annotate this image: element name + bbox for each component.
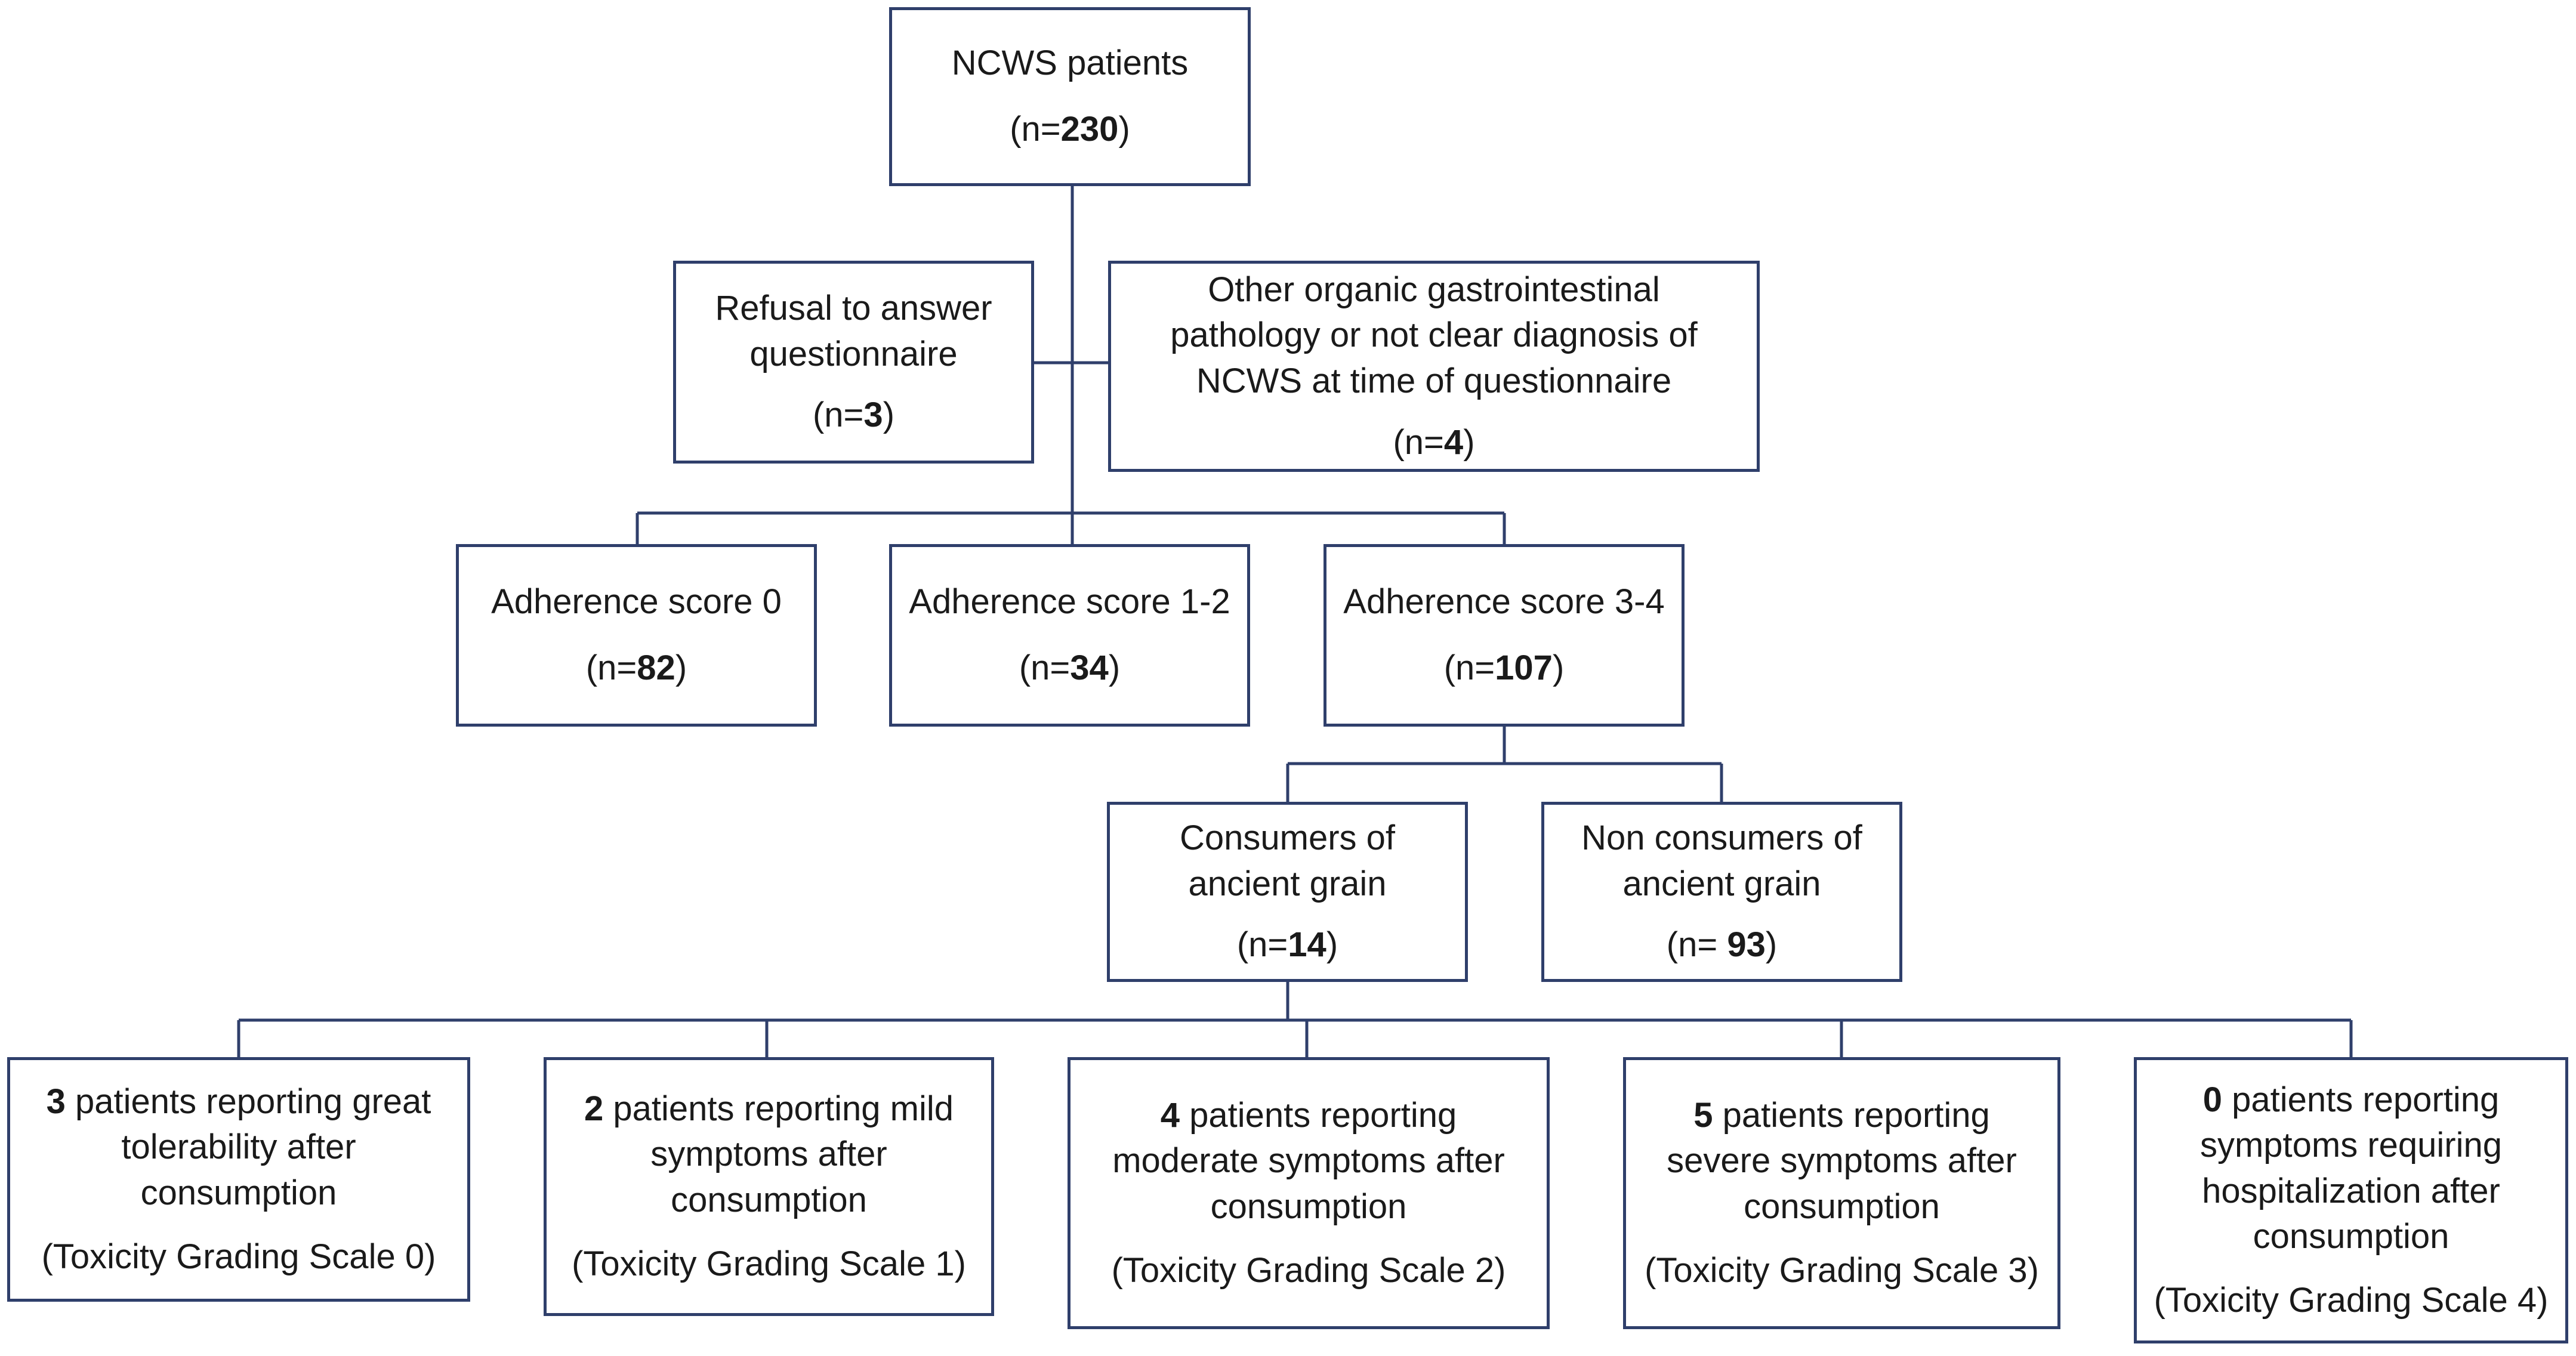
count-suffix: ) [1552, 648, 1565, 687]
label-first-line: patients reporting [1179, 1095, 1457, 1135]
node-label: tolerability after [121, 1128, 356, 1167]
node-other-pathology: Other organic gastrointestinal pathology… [1108, 261, 1760, 472]
patient-count: 0 [2202, 1080, 2222, 1119]
node-label: NCWS at time of questionnaire [1196, 362, 1672, 400]
node-label: 5 patients reporting [1693, 1093, 1990, 1139]
node-label: Adherence score 3-4 [1343, 582, 1665, 622]
node-label: questionnaire [749, 334, 958, 373]
node-label: symptoms after [650, 1135, 887, 1174]
node-toxicity-1: 2 patients reporting mild symptoms after… [544, 1057, 994, 1316]
node-label: consumption [671, 1181, 867, 1219]
node-toxicity-0: 3 patients reporting great tolerability … [7, 1057, 470, 1302]
node-label: severe symptoms after [1667, 1141, 2017, 1181]
node-label: pathology or not clear diagnosis of [1170, 316, 1698, 355]
toxicity-scale: (Toxicity Grading Scale 3) [1645, 1250, 2039, 1290]
count-prefix: (n= [1393, 422, 1444, 462]
node-label: Adherence score 0 [491, 582, 782, 622]
count-prefix: (n= [1010, 110, 1061, 149]
label-first-line: patients reporting [1713, 1095, 1990, 1135]
node-label: 0 patients reporting [2203, 1077, 2500, 1123]
count-prefix: (n= [1236, 925, 1288, 965]
count-value: 230 [1060, 110, 1119, 149]
node-label: moderate symptoms after [1112, 1141, 1505, 1181]
node-label: consumption [140, 1173, 337, 1212]
node-label: 4 patients reporting [1161, 1093, 1457, 1139]
node-adherence-1-2: Adherence score 1-2 (n=34) [889, 544, 1250, 727]
node-label: symptoms requiring [2199, 1126, 2503, 1165]
node-refusal: Refusal to answer questionnaire (n=3) [673, 261, 1034, 464]
node-toxicity-3: 5 patients reporting severe symptoms aft… [1623, 1057, 2060, 1329]
node-label: Refusal to answer [715, 289, 992, 328]
node-label: 3 patients reporting great [47, 1079, 431, 1125]
node-non-consumers: Non consumers of ancient grain (n= 93) [1541, 802, 1902, 982]
node-label: consumption [1210, 1187, 1407, 1226]
count-suffix: ) [883, 396, 895, 435]
toxicity-scale: (Toxicity Grading Scale 4) [2154, 1280, 2549, 1320]
label-first-line: patients reporting [2222, 1080, 2500, 1119]
node-label: ancient grain [1622, 864, 1821, 903]
node-label: Consumers of [1179, 818, 1396, 858]
count-suffix: ) [1326, 925, 1338, 965]
count-suffix: ) [1463, 422, 1475, 462]
toxicity-scale: (Toxicity Grading Scale 2) [1111, 1250, 1506, 1290]
node-count: (n=107) [1444, 645, 1565, 691]
patient-count: 3 [46, 1082, 66, 1121]
count-value: 82 [637, 648, 675, 687]
node-toxicity-4: 0 patients reporting symptoms requiring … [2134, 1057, 2568, 1343]
node-label: hospitalization after [2202, 1171, 2500, 1210]
patient-count: 2 [584, 1089, 604, 1128]
node-count: (n=3) [813, 393, 894, 438]
node-count: (n= 93) [1667, 922, 1777, 968]
node-count: (n=4) [1393, 420, 1474, 466]
node-count: (n=14) [1237, 922, 1338, 968]
node-adherence-3-4: Adherence score 3-4 (n=107) [1324, 544, 1685, 727]
count-suffix: ) [1118, 110, 1130, 149]
node-count: (n=34) [1019, 645, 1120, 691]
count-value: 34 [1070, 648, 1109, 687]
count-value: 107 [1495, 648, 1553, 687]
node-label: Adherence score 1-2 [909, 582, 1230, 622]
count-prefix: (n= [812, 396, 864, 435]
node-label: Other organic gastrointestinal [1208, 270, 1660, 309]
node-count: (n=230) [1010, 107, 1130, 153]
node-label: NCWS patients [951, 44, 1189, 83]
node-label: Non consumers of [1581, 818, 1862, 858]
count-prefix: (n= [1019, 648, 1070, 687]
count-suffix: ) [675, 648, 687, 687]
label-first-line: patients reporting great [65, 1082, 431, 1121]
patient-count: 5 [1693, 1095, 1713, 1135]
node-label: ancient grain [1188, 864, 1387, 903]
count-value: 4 [1443, 422, 1464, 462]
toxicity-scale: (Toxicity Grading Scale 1) [572, 1244, 966, 1283]
node-adherence-0: Adherence score 0 (n=82) [456, 544, 817, 727]
count-prefix: (n= [1443, 648, 1495, 687]
count-value: 14 [1288, 925, 1326, 965]
node-count: (n=82) [586, 645, 687, 691]
node-label: 2 patients reporting mild [584, 1086, 954, 1132]
node-consumers: Consumers of ancient grain (n=14) [1107, 802, 1468, 982]
count-suffix: ) [1108, 648, 1121, 687]
count-value: 93 [1727, 925, 1766, 965]
node-label: consumption [1744, 1187, 1940, 1226]
toxicity-scale: (Toxicity Grading Scale 0) [41, 1237, 436, 1276]
count-prefix: (n= [1666, 925, 1727, 965]
label-first-line: patients reporting mild [603, 1089, 954, 1128]
node-toxicity-2: 4 patients reporting moderate symptoms a… [1068, 1057, 1550, 1329]
node-ncws-patients: NCWS patients (n=230) [889, 7, 1251, 186]
patient-count: 4 [1160, 1095, 1180, 1135]
count-prefix: (n= [585, 648, 637, 687]
node-label: consumption [2253, 1217, 2449, 1256]
count-suffix: ) [1765, 925, 1778, 965]
count-value: 3 [863, 396, 883, 435]
